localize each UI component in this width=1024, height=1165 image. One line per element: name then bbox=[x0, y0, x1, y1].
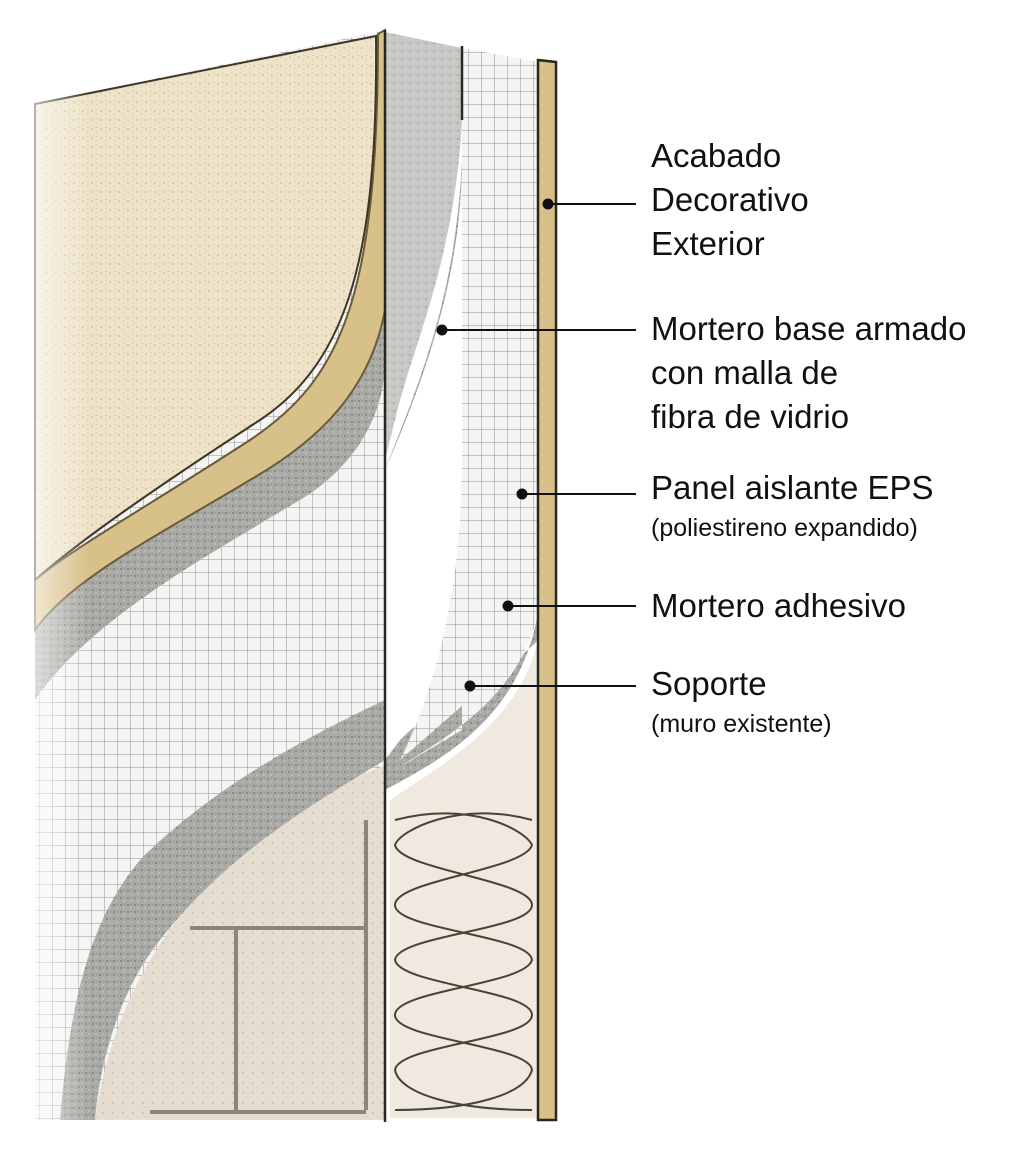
label-decorative-finish: Acabado Decorativo Exterior bbox=[651, 134, 809, 266]
label-line: Decorativo bbox=[651, 181, 809, 218]
insulation-bay bbox=[390, 640, 538, 1118]
label-line: Mortero base armado bbox=[651, 310, 967, 347]
label-line: Exterior bbox=[651, 225, 765, 262]
label-subline: (muro existente) bbox=[651, 710, 832, 738]
label-support: Soporte (muro existente) bbox=[651, 662, 832, 742]
side-base-coat-layer bbox=[385, 32, 462, 460]
label-line: Soporte bbox=[651, 665, 767, 702]
label-subline: (poliestireno expandido) bbox=[651, 514, 918, 542]
label-eps-panel: Panel aislante EPS (poliestireno expandi… bbox=[651, 466, 934, 546]
label-line: Acabado bbox=[651, 137, 782, 174]
label-base-coat: Mortero base armado con malla de fibra d… bbox=[651, 307, 966, 439]
label-line: fibra de vidrio bbox=[651, 398, 850, 435]
leader-lines bbox=[436, 198, 636, 692]
label-line: Mortero adhesivo bbox=[651, 587, 906, 624]
insulation-loops bbox=[393, 812, 534, 1111]
label-line: Panel aislante EPS bbox=[651, 469, 934, 506]
label-adhesive-mortar: Mortero adhesivo bbox=[651, 584, 906, 628]
adhesive-mortar-band bbox=[60, 700, 385, 1120]
exterior-board-edge bbox=[536, 58, 558, 1122]
label-line: con malla de bbox=[651, 354, 839, 391]
